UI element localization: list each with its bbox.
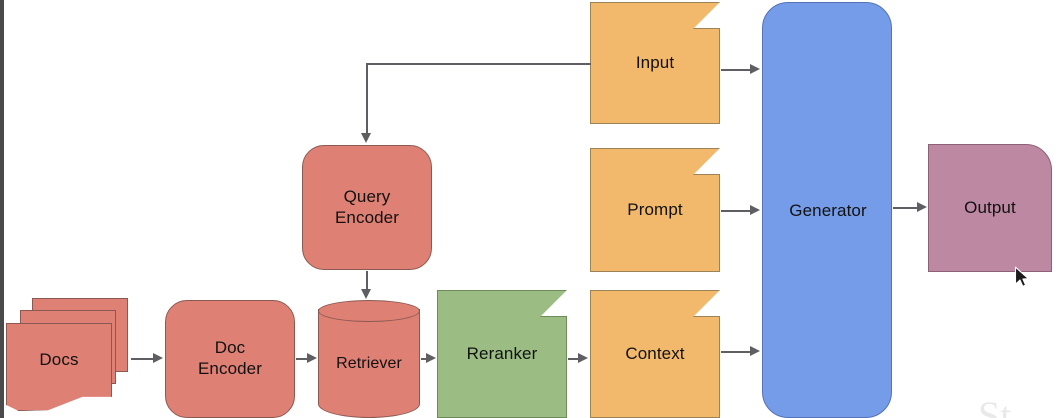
edge-generator-to-output-arrowhead: [917, 202, 927, 212]
edge-doc-encoder-to-retriever: [296, 358, 308, 360]
node-prompt-label: Prompt: [627, 199, 683, 219]
edge-generator-to-output: [893, 207, 919, 209]
mouse-cursor-icon: [1014, 266, 1029, 287]
retriever-cylinder-body: [318, 309, 420, 418]
reranker-fold-corner: [540, 290, 567, 317]
edge-retriever-to-reranker: [421, 358, 429, 360]
left-edge-strip: [0, 0, 4, 418]
edge-prompt-to-generator-arrowhead: [750, 205, 760, 215]
edge-query-encoder-to-retriever-arrowhead: [361, 289, 371, 299]
edge-retriever-to-reranker-arrowhead: [426, 353, 436, 363]
edge-docs-to-doc-encoder-arrowhead: [153, 353, 163, 363]
node-doc-encoder-label: Doc Encoder: [197, 338, 263, 378]
context-fold-corner: [693, 290, 720, 317]
node-reranker-label: Reranker: [466, 343, 538, 363]
node-output-label: Output: [964, 197, 1016, 217]
node-query-encoder-label: Query Encoder: [334, 186, 400, 227]
node-docs[interactable]: Docs: [4, 298, 130, 414]
node-input-label: Input: [635, 52, 675, 72]
edge-doc-encoder-to-retriever-arrowhead: [307, 353, 317, 363]
edge-reranker-to-context: [568, 358, 582, 360]
edge-docs-to-doc-encoder: [131, 358, 155, 360]
node-docs-label: Docs: [39, 349, 79, 369]
node-context[interactable]: Context: [590, 290, 720, 418]
node-context-label: Context: [625, 343, 685, 363]
node-input[interactable]: Input: [590, 2, 720, 124]
retriever-cylinder-top: [318, 300, 420, 322]
node-reranker[interactable]: Reranker: [437, 290, 567, 418]
edge-query-encoder-to-retriever: [366, 271, 368, 291]
prompt-fold-corner: [693, 148, 720, 175]
edge-reranker-to-context-arrowhead: [578, 353, 588, 363]
node-prompt[interactable]: Prompt: [590, 148, 720, 272]
node-query-encoder[interactable]: Query Encoder: [302, 145, 432, 270]
input-fold-corner: [693, 2, 720, 29]
node-doc-encoder[interactable]: Doc Encoder: [165, 300, 295, 418]
node-output[interactable]: Output: [928, 144, 1052, 272]
edge-input-to-query-encoder-horizontal: [366, 63, 591, 65]
edge-input-to-generator: [721, 69, 753, 71]
node-generator-label: Generator: [789, 201, 867, 220]
edge-context-to-generator: [721, 351, 753, 353]
edge-context-to-generator-arrowhead: [750, 346, 760, 356]
node-retriever[interactable]: Retriever: [318, 300, 420, 418]
edge-input-to-generator-arrowhead: [750, 64, 760, 74]
edge-input-to-query-encoder-arrowhead: [361, 133, 371, 143]
watermark-text: St: [978, 393, 1012, 418]
edge-prompt-to-generator: [721, 210, 753, 212]
node-generator[interactable]: Generator: [762, 2, 892, 418]
node-retriever-label: Retriever: [336, 355, 402, 373]
edge-input-to-query-encoder-vertical: [366, 63, 368, 135]
